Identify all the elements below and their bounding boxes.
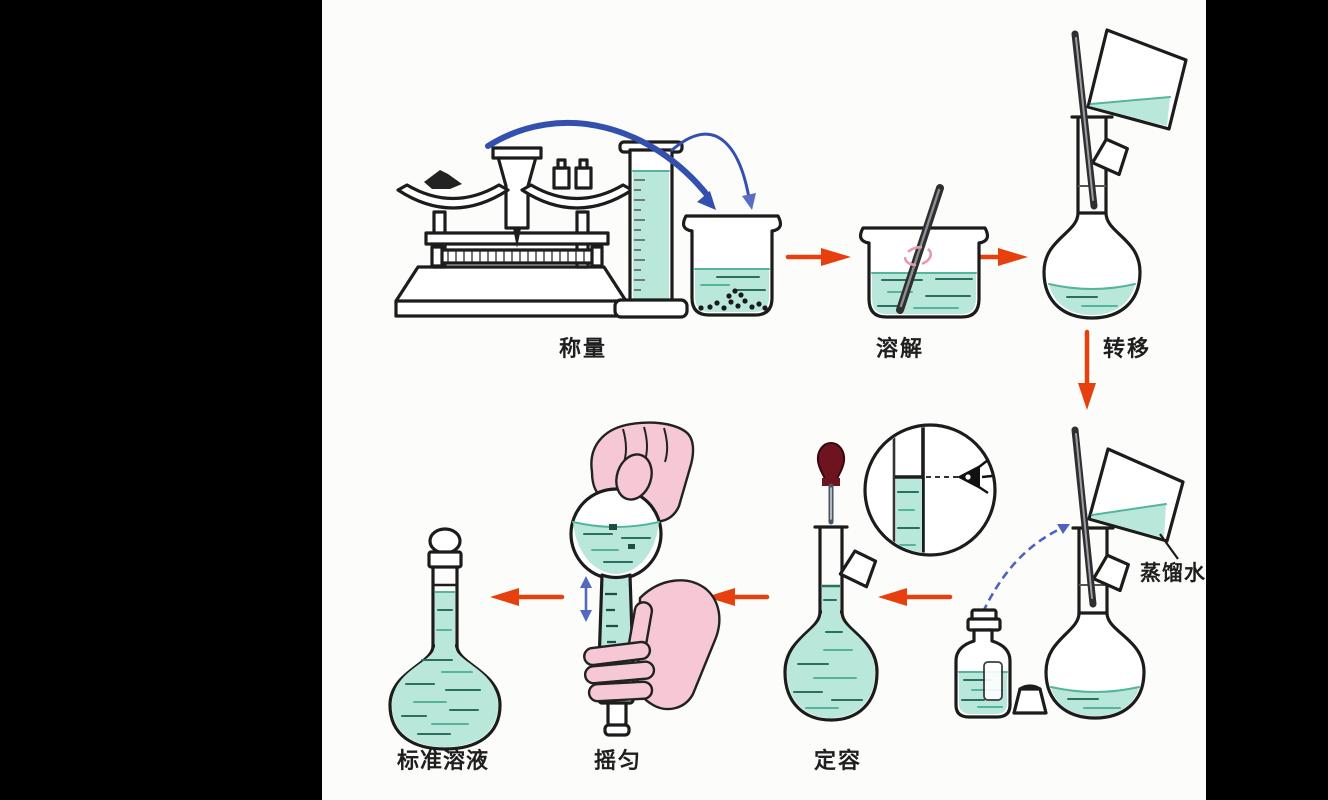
flow-arrow-down (1078, 329, 1096, 410)
curled-finger (615, 453, 653, 501)
wash-bottle-icon (954, 608, 1012, 719)
beaker-with-stirring-rod (858, 184, 990, 319)
diagram-panel: 称量 溶解 转移 蒸馏水 定容 摇匀 标准溶液 (322, 0, 1206, 800)
solute-particles (698, 288, 768, 311)
sample-pile (424, 170, 462, 189)
label-fixing-volume: 定容 (813, 748, 862, 773)
flow-arrow-left-1 (878, 588, 953, 606)
bench-stopper-icon (1012, 684, 1048, 715)
transfer-flask-group (1042, 28, 1188, 320)
glass-rod-icon (1071, 30, 1098, 210)
flask-stopper-icon (838, 549, 878, 589)
shake-arrow (580, 576, 592, 622)
standard-solution-flask (388, 527, 502, 751)
balance-scale-icon (394, 146, 634, 318)
weights-icon (552, 158, 593, 190)
pour-arrow-thick (485, 119, 716, 210)
graduated-cylinder-icon (613, 140, 689, 319)
glass-rod-icon (1071, 426, 1097, 608)
label-weighing: 称量 (558, 336, 607, 361)
pour-arrow-thin (670, 132, 756, 210)
flow-arrow-left-2 (706, 588, 770, 606)
label-pointer-line (1159, 533, 1179, 560)
label-standard-solution: 标准溶液 (396, 748, 489, 773)
dropper-icon (816, 441, 846, 525)
label-shaking: 摇匀 (593, 748, 642, 773)
eye-icon (957, 459, 993, 494)
label-distilled-water: 蒸馏水 (1140, 562, 1206, 585)
flask-stopper-icon (1091, 137, 1129, 177)
label-transferring: 转移 (1102, 336, 1151, 361)
shaking-group (569, 421, 721, 737)
flask-stopper-icon (1092, 553, 1130, 593)
filling-flask-group (981, 426, 1185, 720)
beaker-with-solute (681, 214, 783, 317)
flow-arrow-right-1 (785, 248, 851, 266)
solution-preparation-diagram (388, 28, 1188, 751)
label-dissolving: 溶解 (875, 336, 924, 361)
flow-arrow-left-3 (490, 588, 565, 606)
meniscus-magnifier (863, 423, 997, 557)
fixing-volume-group (783, 441, 879, 722)
stir-swirl (903, 245, 933, 267)
water-squirt-arrow (981, 524, 1070, 613)
